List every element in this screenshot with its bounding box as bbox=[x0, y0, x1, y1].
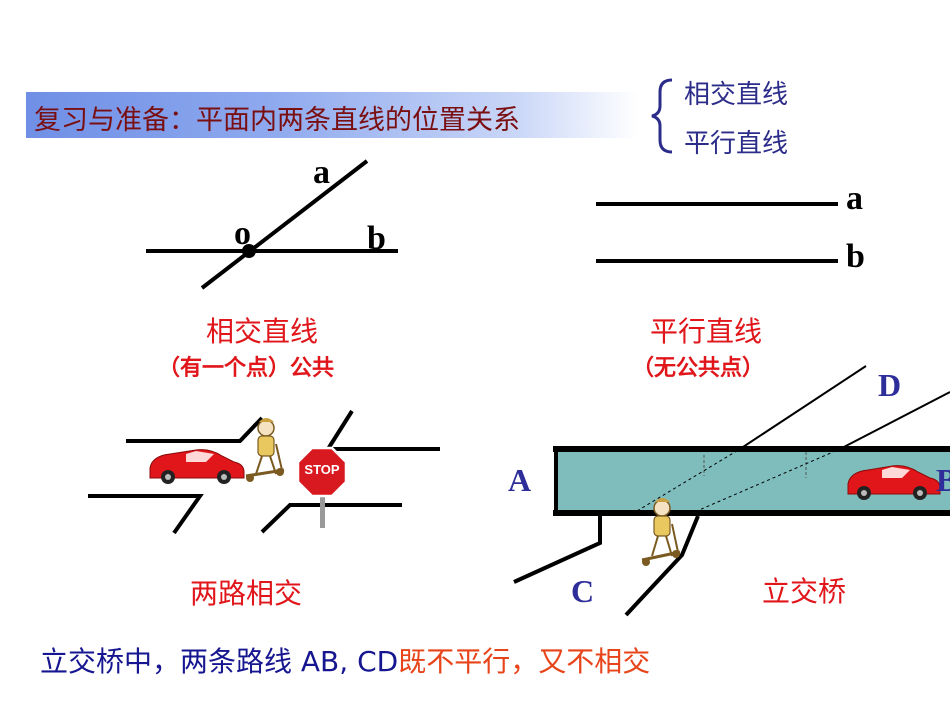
brace-item-parallel: 平行直线 bbox=[684, 129, 789, 159]
bridge-scene-caption: 立交桥 bbox=[762, 575, 847, 608]
label-A: A bbox=[508, 462, 532, 498]
label-D: D bbox=[878, 367, 902, 403]
label-a-parallel: a bbox=[846, 180, 863, 217]
child-scooter-bridge-icon bbox=[641, 498, 681, 566]
bottom-sentence-part1: 立交桥中，两条路线 AB, CD bbox=[40, 645, 399, 678]
road-lines bbox=[88, 409, 440, 535]
label-b-parallel: b bbox=[846, 238, 865, 275]
child-scooter-left-icon bbox=[245, 418, 285, 482]
label-b-intersecting: b bbox=[367, 220, 386, 257]
car-left-icon bbox=[149, 449, 245, 484]
label-C: C bbox=[571, 573, 595, 609]
intersection-point bbox=[242, 244, 256, 258]
bottom-sentence: 立交桥中，两条路线 AB, CD既不平行，又不相交 bbox=[40, 640, 650, 680]
bridge-icon bbox=[553, 446, 950, 516]
intersecting-title: 相交直线 bbox=[206, 315, 319, 348]
parallel-subtitle: （无公共点） bbox=[632, 356, 765, 381]
label-B: B bbox=[936, 462, 950, 498]
label-o: o bbox=[234, 215, 251, 252]
car-right-icon bbox=[847, 465, 941, 500]
label-a-intersecting: a bbox=[313, 154, 330, 191]
line-a-intersecting bbox=[200, 159, 369, 290]
parallel-title: 平行直线 bbox=[650, 315, 763, 348]
brace-icon bbox=[651, 78, 673, 154]
stop-sign-text: STOP bbox=[304, 462, 340, 477]
stop-sign-icon bbox=[296, 446, 348, 528]
bottom-sentence-part2: 既不平行，又不相交 bbox=[398, 645, 651, 678]
brace-item-intersecting: 相交直线 bbox=[684, 80, 789, 110]
page-title: 复习与准备：平面内两条直线的位置关系 bbox=[34, 105, 520, 136]
title-banner bbox=[26, 92, 638, 138]
road-scene-caption: 两路相交 bbox=[190, 577, 303, 610]
underpass-lines bbox=[513, 365, 950, 617]
intersecting-subtitle: （有一个点）公共 bbox=[158, 356, 335, 381]
